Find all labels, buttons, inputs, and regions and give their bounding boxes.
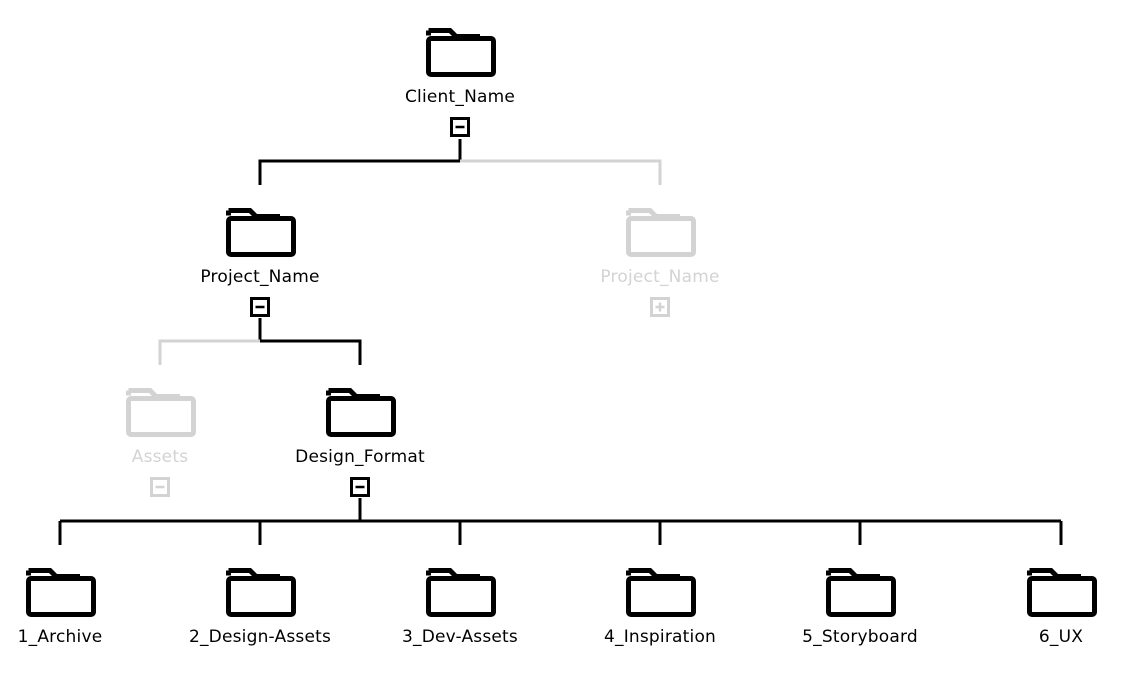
folder-label: Assets <box>131 447 189 467</box>
connector-line <box>158 339 260 365</box>
folder-body <box>1027 576 1097 617</box>
folder-tab <box>26 568 80 579</box>
folder-label: 4_Inspiration <box>603 627 717 647</box>
minus-box-icon[interactable] <box>450 117 470 137</box>
folder-icon <box>226 208 296 257</box>
folder-icon <box>1027 568 1097 617</box>
connector-line <box>258 159 460 185</box>
plus-box-icon[interactable] <box>650 297 670 317</box>
folder-icon <box>626 208 696 257</box>
folder-label: Design_Format <box>295 447 425 467</box>
folder-body <box>126 396 196 437</box>
folder-tab <box>326 388 380 399</box>
folder-tab <box>1027 568 1081 579</box>
folder-label: Client_Name <box>404 87 516 107</box>
folder-label: Project_Name <box>200 267 320 287</box>
folder-icon <box>826 568 896 617</box>
folder-tab <box>626 568 680 579</box>
folder-icon <box>426 28 496 77</box>
folder-label: 5_Storyboard <box>802 627 918 647</box>
folder-tab <box>226 208 280 219</box>
folder-icon <box>426 568 496 617</box>
folder-tab <box>426 568 480 579</box>
folder-body <box>826 576 896 617</box>
folder-label: 3_Dev-Assets <box>402 627 518 647</box>
folder-body <box>626 216 696 257</box>
folder-tab <box>226 568 280 579</box>
minus-box-icon[interactable] <box>250 297 270 317</box>
folder-label: 1_Archive <box>17 627 103 647</box>
folder-body <box>326 396 396 437</box>
folder-icon <box>626 568 696 617</box>
folder-body <box>626 576 696 617</box>
folder-body <box>226 576 296 617</box>
folder-body <box>26 576 96 617</box>
folder-body <box>426 36 496 77</box>
minus-box-icon[interactable] <box>350 477 370 497</box>
folder-label: Project_Name <box>600 267 720 287</box>
folder-icon <box>326 388 396 437</box>
folder-icon <box>26 568 96 617</box>
folder-tab <box>426 28 480 39</box>
folder-tab <box>826 568 880 579</box>
folder-label: 2_Design-Assets <box>188 627 332 647</box>
folder-tab <box>626 208 680 219</box>
folder-body <box>426 576 496 617</box>
folder-body <box>226 216 296 257</box>
connector-line <box>260 339 362 365</box>
folder-icon <box>226 568 296 617</box>
minus-box-icon[interactable] <box>150 477 170 497</box>
folder-tab <box>126 388 180 399</box>
folder-label: 6_UX <box>1038 627 1084 647</box>
connector-line <box>460 159 662 185</box>
folder-icon <box>126 388 196 437</box>
